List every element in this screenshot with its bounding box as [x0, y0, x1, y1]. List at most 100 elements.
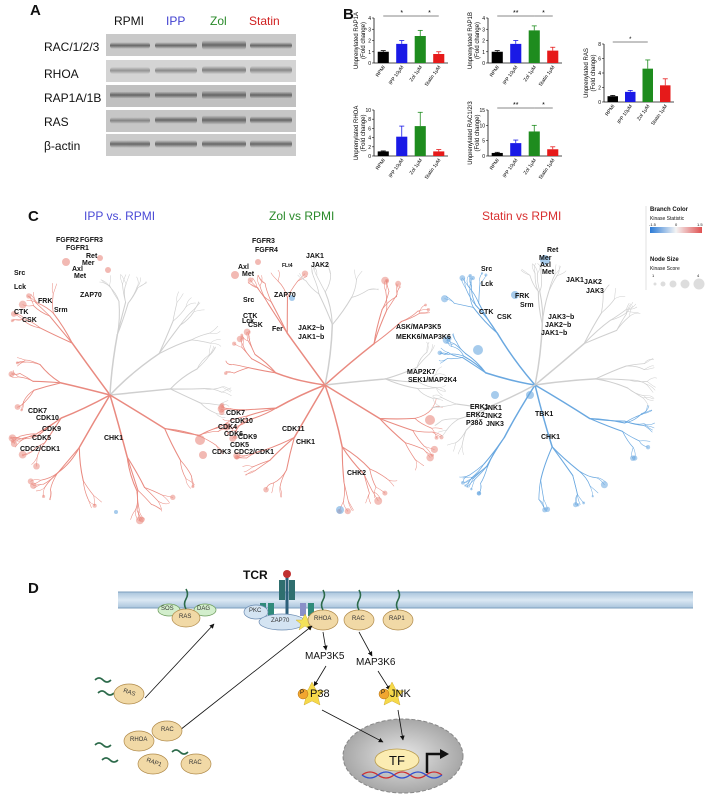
kinase-label: Lck: [481, 281, 494, 288]
panel-c-letter: C: [28, 208, 39, 225]
kinase-label: CDK9: [42, 426, 62, 433]
tree-branch: [50, 472, 58, 491]
tree-branch: [643, 425, 655, 429]
tree-branch: [279, 469, 287, 488]
tree-branch: [93, 495, 102, 503]
tree-branch: [200, 402, 217, 414]
kinase-label: CSK: [22, 317, 37, 324]
tree-branch: [589, 485, 594, 497]
tree-node: [473, 345, 483, 355]
tree-branch: [12, 318, 24, 321]
tree-branch: [324, 378, 387, 386]
x-tick-label: Statin 1μM: [650, 104, 669, 127]
tree-branch: [185, 297, 192, 308]
kinase-label: CDK6: [224, 431, 244, 438]
tree-branch: [417, 388, 434, 399]
ras-cytosolic: [113, 683, 145, 705]
tree-branch: [31, 479, 42, 485]
tree-branch: [312, 266, 318, 276]
legend-node-min: 1: [652, 273, 655, 278]
tree-branch: [109, 275, 111, 286]
y-tick-label: 2: [598, 86, 601, 92]
tree-branch: [539, 272, 543, 292]
rap1-label: RAP1: [389, 616, 405, 622]
tree-branch: [176, 293, 184, 303]
tree-branch: [480, 465, 488, 484]
bar: [491, 51, 503, 63]
tree-branch: [200, 402, 220, 406]
tree-branch: [434, 419, 443, 426]
legend-tick-low: -1.5: [649, 222, 656, 227]
kinase-label: MEKK6/MAP3K6: [396, 334, 451, 341]
tree-branch: [534, 263, 537, 274]
tree-branch: [483, 436, 505, 465]
blot-strip-rhoa: [106, 60, 296, 82]
tree-node: [632, 455, 638, 461]
tree-branch: [19, 433, 37, 437]
tree-node: [26, 293, 32, 299]
tree-branch: [109, 388, 172, 396]
kinase-label: Axl: [540, 262, 551, 269]
tree-node: [460, 480, 465, 485]
x-tick-label: IPP 10μM: [388, 65, 406, 86]
x-tick-label: IPP 10μM: [502, 158, 520, 179]
tree-branch: [191, 475, 195, 487]
tree-branch: [324, 384, 381, 420]
tree-branch: [210, 339, 221, 344]
legend-branch-sub: Kinase Statistic: [650, 216, 685, 222]
tree-title-statin: Statin vs RPMI: [482, 209, 562, 223]
tree-branch: [431, 427, 443, 430]
tree-branch: [589, 417, 626, 424]
map3k6-label: MAP3K6: [356, 657, 396, 668]
tree-branch: [125, 274, 130, 285]
blot-row-actin: β-actin: [44, 139, 81, 153]
x-tick-label: Statin 1μM: [424, 65, 443, 88]
kinase-label: ZAP70: [274, 292, 296, 299]
tree-branch: [87, 498, 92, 509]
y-tick-label: 2: [368, 145, 371, 151]
tree-branch: [356, 270, 363, 280]
kinase-label: FGFR1: [66, 245, 89, 252]
tree-branch: [381, 290, 390, 310]
tree-branch: [49, 315, 73, 344]
bar: [396, 136, 408, 156]
tree-branch: [203, 386, 223, 390]
x-tick-label: IPP 10μM: [616, 104, 634, 125]
tree-node: [459, 275, 466, 281]
tree-node: [170, 494, 176, 501]
tree-branch: [369, 468, 387, 479]
tree-branch: [35, 302, 51, 317]
tree-branch: [275, 384, 326, 409]
y-tick-label: 5: [482, 139, 485, 145]
kinase-label: SEK1/MAP2K4: [408, 377, 457, 384]
zap70-label: ZAP70: [271, 618, 290, 624]
tree-branch: [313, 276, 320, 295]
tree-branch: [418, 312, 431, 314]
y-axis-label: Unprenylated RHOA: [354, 106, 360, 161]
tree-node: [232, 341, 237, 346]
tree-branch: [473, 465, 488, 479]
tree-branch: [643, 425, 653, 433]
tree-branch: [225, 360, 234, 366]
y-tick-label: 2: [368, 39, 371, 45]
tree-branch: [198, 427, 218, 437]
bar: [660, 85, 671, 102]
kinase-label: Met: [74, 273, 87, 280]
tree-title-zol: Zol vs RPMI: [269, 209, 335, 223]
tree-branch: [20, 435, 38, 440]
tree-branch: [176, 291, 180, 303]
tree-branch: [33, 305, 51, 317]
tree-branch: [551, 446, 574, 476]
significance-mark: *: [629, 37, 632, 43]
tree-branch: [210, 343, 222, 347]
tree-branch: [468, 286, 480, 304]
tree-branch: [130, 509, 136, 520]
tree-branch: [169, 368, 198, 390]
tree-branch: [305, 280, 320, 295]
tree-branch: [209, 325, 219, 334]
x-tick-label: RPMI: [375, 65, 387, 79]
tree-branch: [414, 408, 433, 419]
tree-branch: [57, 446, 80, 474]
p-label-1: P: [300, 690, 305, 696]
tree-branch: [412, 430, 425, 447]
